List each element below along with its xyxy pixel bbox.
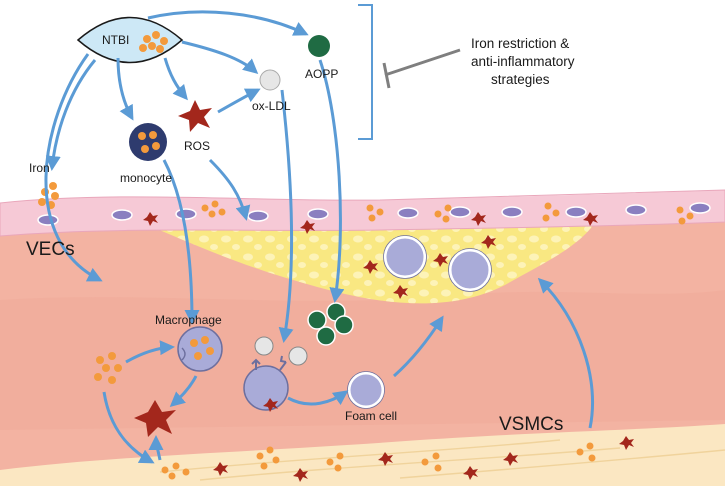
arrow-ntbi-to-iron (45, 59, 97, 171)
label-iron: Iron (29, 161, 50, 175)
label-foam-cell: Foam cell (345, 409, 397, 423)
arrow-monocyte-to-macrophage (162, 159, 200, 325)
strategy-line-1: Iron restriction & (471, 36, 569, 51)
monocyte-cell (129, 123, 167, 161)
arrow-iron-to-macrophage (125, 340, 175, 364)
label-ros: ROS (184, 139, 210, 153)
ox-ldl-molecule (259, 69, 281, 91)
arrow-ros-to-oxldl (217, 88, 261, 114)
endothelium (0, 189, 725, 237)
ros-star-main (178, 100, 212, 132)
foam-cell-plaque-1 (383, 235, 427, 279)
arrow-macrophage-to-foam (287, 390, 349, 406)
label-ox-ldl: ox-LDL (252, 99, 291, 113)
arrow-iron-to-adventitia (102, 391, 155, 464)
pathway-arrows (44, 10, 595, 464)
arrow-vsmc-to-plaque (537, 277, 595, 429)
ox-ldl-binding-macrophage (243, 336, 308, 411)
iron-cluster-top (38, 182, 59, 209)
arrow-aopp-to-plaque (318, 59, 345, 303)
arrow-macrophage-to-ros (169, 375, 198, 407)
adventitia-fibers (159, 439, 725, 481)
arrow-ntbi-to-monocyte (116, 57, 134, 121)
label-vecs: VECs (26, 239, 75, 260)
arrow-ntbi-to-aopp (147, 10, 309, 36)
ros-stars (134, 100, 634, 482)
foam-cell-plaque-2 (448, 248, 492, 292)
label-ntbi: NTBI (102, 33, 129, 47)
arrow-adventitia-to-ros (148, 435, 164, 461)
arrow-ntbi-to-ros (163, 57, 188, 101)
iron-deposits-adventitia (161, 442, 596, 480)
endothelial-cell-nuclei (37, 202, 711, 226)
arrow-ntbi-to-oxldl (181, 40, 259, 74)
iron-deposits-endothelium (201, 200, 694, 225)
label-macrophage: Macrophage (155, 313, 222, 327)
arrow-oxldl-to-foam (278, 89, 294, 343)
strategy-line-2: anti-inflammatory (471, 54, 575, 69)
foam-cell-lower (347, 371, 385, 409)
arrow-ntbi-to-macrophage-loop (44, 53, 103, 282)
aopp-molecule (308, 35, 330, 57)
ros-star-macrophage (134, 400, 176, 437)
inhibition-bar (382, 62, 391, 89)
arrow-foam-to-plaque (393, 315, 444, 378)
arrow-ros-to-vessel (208, 158, 251, 221)
label-vsmcs: VSMCs (499, 414, 563, 435)
vessel-tissue (0, 205, 725, 486)
ntbi-container (76, 16, 184, 64)
label-aopp: AOPP (305, 67, 338, 81)
label-monocyte: monocyte (120, 171, 172, 185)
aopp-cluster (307, 302, 354, 346)
strategy-line-3: strategies (491, 72, 550, 87)
inhibition-line (384, 48, 461, 77)
macrophage-cell (177, 326, 223, 372)
iron-cluster-left (94, 352, 122, 384)
bracket (358, 4, 373, 140)
